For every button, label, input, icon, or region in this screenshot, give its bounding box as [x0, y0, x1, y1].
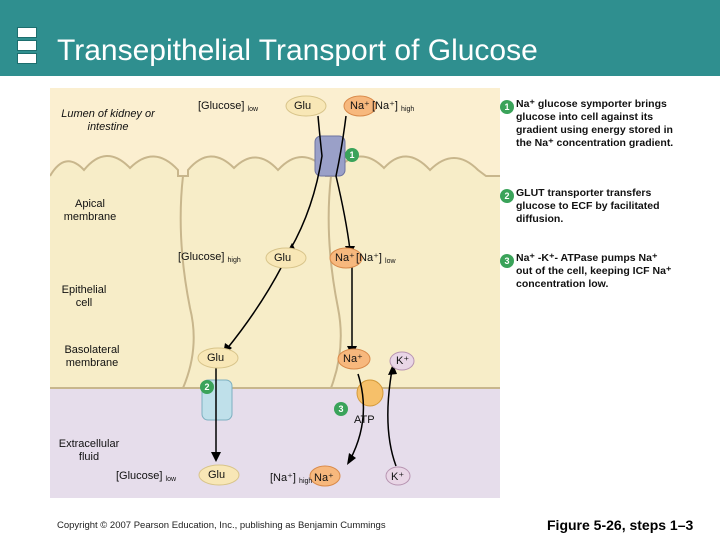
title-decoration-icon: [17, 40, 37, 51]
potassium-path: [387, 369, 397, 467]
glu-bubble: [197, 347, 239, 369]
lumen-na: Na⁺: [350, 100, 370, 112]
lumen-glu: Glu: [294, 100, 312, 112]
transport-diagram: Lumen of kidney or intestine Apical memb…: [50, 88, 500, 498]
cell-na-conc: [Na⁺] low: [356, 252, 396, 265]
cell-na: Na⁺: [335, 252, 355, 264]
step-number: 3: [500, 254, 514, 268]
title-decoration-icon: [17, 27, 37, 38]
basal-glu: Glu: [207, 352, 225, 364]
ecf-label: Extracellular fluid: [58, 438, 120, 463]
step-text: GLUT transporter transfers glucose to EC…: [516, 187, 660, 225]
atp-label: ATP: [354, 414, 375, 426]
ecf-glu: Glu: [208, 469, 226, 481]
na-bubble: [329, 247, 363, 269]
title-decoration-icon: [17, 53, 37, 64]
basolateral-membrane-label: Basolateral membrane: [64, 344, 120, 369]
lumen-glucose-label: [Glucose] low: [198, 100, 259, 113]
title-bar: [0, 0, 720, 76]
glucose-path: [225, 265, 283, 351]
step-text: Na⁺ -K⁺- ATPase pumps Na⁺ out of the cel…: [516, 252, 672, 290]
figure-reference: Figure 5-26, steps 1–3: [547, 517, 694, 533]
apical-membrane-label: Apical membrane: [63, 198, 117, 223]
k-bubble: [389, 351, 415, 371]
step-number: 2: [500, 189, 514, 203]
na-bubble: [309, 465, 341, 487]
lumen-label: Lumen of kidney or intestine: [61, 108, 155, 133]
ecf-background: [50, 380, 500, 498]
k-bubble: [385, 466, 411, 486]
glu-bubble: [265, 247, 307, 269]
sodium-path: [335, 115, 351, 251]
ecf-na: Na⁺: [314, 472, 334, 484]
glu-bubble: [198, 464, 240, 486]
lumen-na-conc: [Na⁺] high: [372, 100, 415, 113]
step-number: 1: [500, 100, 514, 114]
sodium-path: [349, 373, 365, 461]
cell-glu: Glu: [274, 252, 292, 264]
epithelial-cell-label: Epithelial cell: [61, 284, 107, 309]
page-title: Transepithelial Transport of Glucose: [57, 34, 538, 67]
step-marker-3: 3: [334, 402, 348, 416]
basal-na: Na⁺: [343, 353, 363, 365]
ecf-glucose-label: [Glucose] low: [116, 470, 177, 483]
copyright-text: Copyright © 2007 Pearson Education, Inc.…: [57, 520, 386, 531]
apical-membrane: [50, 155, 500, 177]
cell-glucose-label: [Glucose] high: [178, 251, 241, 264]
glu-bubble: [285, 95, 327, 117]
diagram-drawing: [50, 88, 500, 498]
step-text: Na⁺ glucose symporter brings glucose int…: [516, 98, 674, 149]
glucose-path: [289, 115, 323, 251]
cell-border: [179, 175, 195, 389]
na-bubble: [337, 348, 371, 370]
basal-k: K⁺: [396, 355, 410, 367]
steps-panel: 1 Na⁺ glucose symporter brings glucose i…: [500, 90, 705, 302]
ecf-na-conc: [Na⁺] high: [270, 472, 313, 485]
step-marker-1: 1: [345, 148, 359, 162]
ecf-k: K⁺: [391, 471, 405, 483]
step-marker-2: 2: [200, 380, 214, 394]
epithelial-cell-body: [50, 155, 500, 388]
na-bubble: [343, 95, 377, 117]
